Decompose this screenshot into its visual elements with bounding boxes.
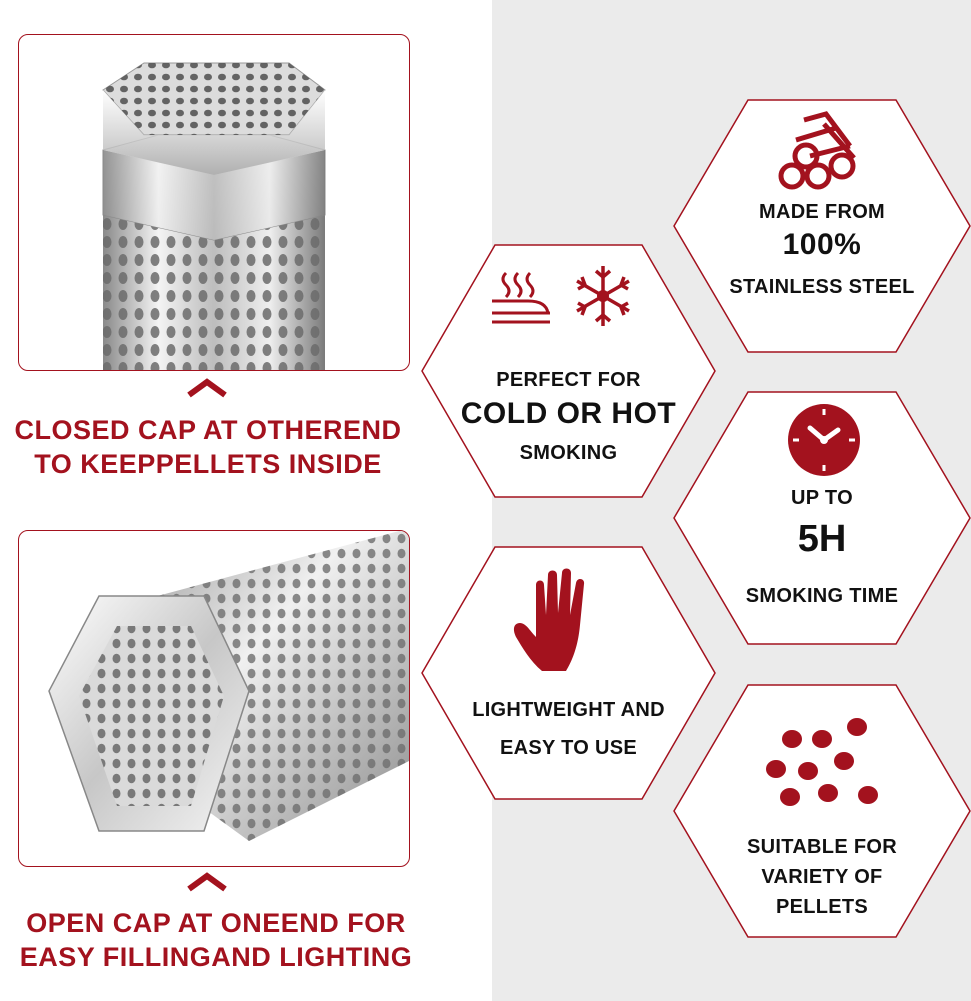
material-line3: STAINLESS STEEL <box>729 276 915 298</box>
time-line1: UP TO <box>791 487 853 509</box>
feature-hex-pellets: SUITABLE FOR VARIETY OF PELLETS <box>672 683 971 939</box>
clock-icon <box>788 404 860 476</box>
hexagon-frame <box>421 244 716 498</box>
material-line1: MADE FROM <box>758 201 886 223</box>
heat-icon <box>492 271 550 324</box>
hexagon-frame <box>673 391 971 645</box>
smoking-line3: SMOKING <box>519 442 618 464</box>
closed-cap-caption-line1: CLOSED CAP AT OTHEREND <box>14 415 402 445</box>
steel-bars-icon <box>778 111 856 190</box>
hexagon-frame <box>673 99 971 353</box>
time-line3: SMOKING TIME <box>745 585 899 607</box>
closed-cap-photo <box>18 34 410 371</box>
smoking-line2: COLD OR HOT <box>460 397 677 430</box>
weight-line2: EASY TO USE <box>499 737 638 759</box>
pellets-line3: PELLETS <box>775 896 869 918</box>
pellets-line1: SUITABLE FOR <box>747 836 897 858</box>
hex-tube-open-end-image <box>48 531 409 841</box>
hand-icon <box>513 568 585 671</box>
smoking-line1: PERFECT FOR <box>496 369 641 391</box>
open-cap-caption-line1: OPEN CAP AT ONEEND FOR <box>26 908 406 938</box>
feature-hex-smoking: PERFECT FOR COLD OR HOT SMOKING <box>420 243 717 499</box>
feature-hex-weight: LIGHTWEIGHT AND EASY TO USE <box>420 545 717 801</box>
open-cap-photo <box>18 530 410 867</box>
pellets-line2: VARIETY OF <box>761 866 883 888</box>
open-cap-caption: OPEN CAP AT ONEEND FOR EASY FILLINGAND L… <box>0 906 432 974</box>
snowflake-icon <box>576 266 630 326</box>
hexagon-frame <box>421 546 716 800</box>
feature-hex-material: MADE FROM 100% STAINLESS STEEL <box>672 98 971 354</box>
open-cap-caption-line2: EASY FILLINGAND LIGHTING <box>19 942 413 972</box>
hexagon-frame <box>673 684 971 938</box>
feature-hex-time: UP TO 5H SMOKING TIME <box>672 390 971 646</box>
weight-line1: LIGHTWEIGHT AND <box>472 699 665 721</box>
chevron-up-icon <box>187 378 227 398</box>
closed-cap-caption: CLOSED CAP AT OTHEREND TO KEEPPELLETS IN… <box>0 413 416 481</box>
closed-cap-caption-line2: TO KEEPPELLETS INSIDE <box>34 449 382 479</box>
pellets-icon <box>766 718 878 806</box>
hex-tube-closed-end-image <box>102 62 326 370</box>
time-line2: 5H <box>797 518 847 560</box>
chevron-up-icon <box>187 872 227 892</box>
material-line2: 100% <box>782 228 862 261</box>
